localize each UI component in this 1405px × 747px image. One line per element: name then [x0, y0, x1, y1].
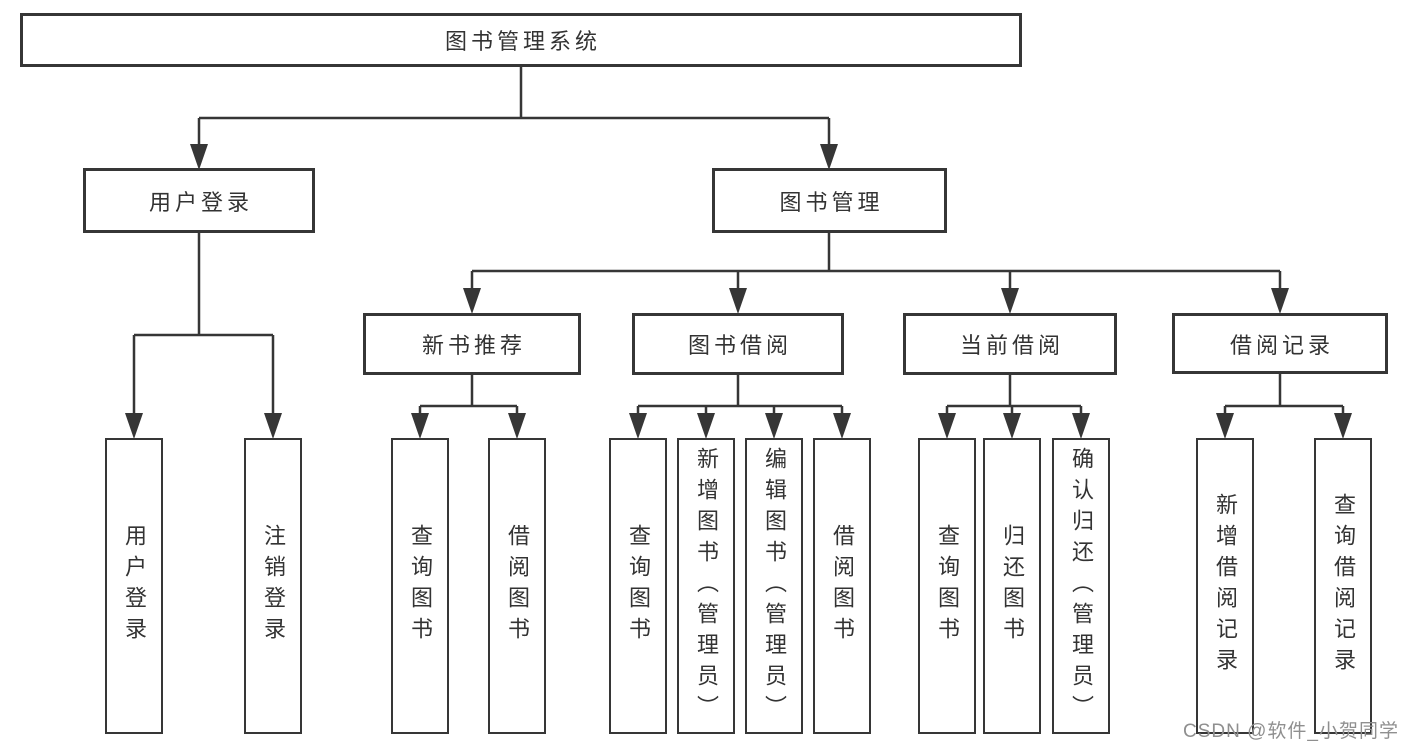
- leaf-query-borrow-record: 查询借阅记录: [1314, 438, 1372, 734]
- leaf-user-login: 用户登录: [105, 438, 163, 734]
- leaf-return-books: 归还图书: [983, 438, 1041, 734]
- node-new-book-recommend: 新书推荐: [363, 313, 581, 375]
- leaf-borrow-books-recommend-label: 借阅图书: [505, 524, 530, 648]
- leaf-query-books-current: 查询图书: [918, 438, 976, 734]
- leaf-query-books-recommend-label: 查询图书: [408, 524, 433, 648]
- connector-current-borrow-to-leaves: [945, 375, 1083, 420]
- connector-borrow-records-to-leaves: [1223, 374, 1345, 420]
- connector-user-login-to-leaves: [132, 233, 275, 420]
- node-library-management-system: 图书管理系统: [20, 13, 1022, 67]
- leaf-query-books-borrow: 查询图书: [609, 438, 667, 734]
- leaf-query-books-borrow-label: 查询图书: [626, 524, 651, 648]
- connector-new-book-recommend-to-leaves: [418, 375, 519, 420]
- leaf-edit-books-admin: 编辑图书（管理员）: [745, 438, 803, 734]
- leaf-query-borrow-record-label: 查询借阅记录: [1331, 493, 1356, 679]
- leaf-confirm-return-admin: 确认归还（管理员）: [1052, 438, 1110, 734]
- connector-book-management-to-level3: [470, 233, 1282, 295]
- leaf-logout: 注销登录: [244, 438, 302, 734]
- leaf-borrow-books-recommend: 借阅图书: [488, 438, 546, 734]
- node-book-borrow: 图书借阅: [632, 313, 844, 375]
- leaf-edit-books-admin-label: 编辑图书（管理员）: [762, 446, 787, 726]
- leaf-return-books-label: 归还图书: [1000, 524, 1025, 648]
- csdn-watermark: CSDN @软件_小贺同学: [1183, 721, 1399, 742]
- leaf-borrow-books: 借阅图书: [813, 438, 871, 734]
- node-borrow-records: 借阅记录: [1172, 313, 1388, 374]
- leaf-add-borrow-record: 新增借阅记录: [1196, 438, 1254, 734]
- leaf-logout-label: 注销登录: [261, 524, 286, 648]
- leaf-borrow-books-label: 借阅图书: [830, 524, 855, 648]
- node-current-borrow: 当前借阅: [903, 313, 1117, 375]
- leaf-query-books-recommend: 查询图书: [391, 438, 449, 734]
- node-user-login: 用户登录: [83, 168, 315, 233]
- leaf-user-login-label: 用户登录: [122, 524, 147, 648]
- leaf-add-books-admin: 新增图书（管理员）: [677, 438, 735, 734]
- leaf-add-books-admin-label: 新增图书（管理员）: [694, 446, 719, 726]
- leaf-query-books-current-label: 查询图书: [935, 524, 960, 648]
- node-book-management: 图书管理: [712, 168, 947, 233]
- connector-book-borrow-to-leaves: [636, 375, 844, 420]
- connector-root-to-level2: [197, 67, 831, 152]
- leaf-add-borrow-record-label: 新增借阅记录: [1213, 493, 1238, 679]
- leaf-confirm-return-admin-label: 确认归还（管理员）: [1069, 446, 1094, 726]
